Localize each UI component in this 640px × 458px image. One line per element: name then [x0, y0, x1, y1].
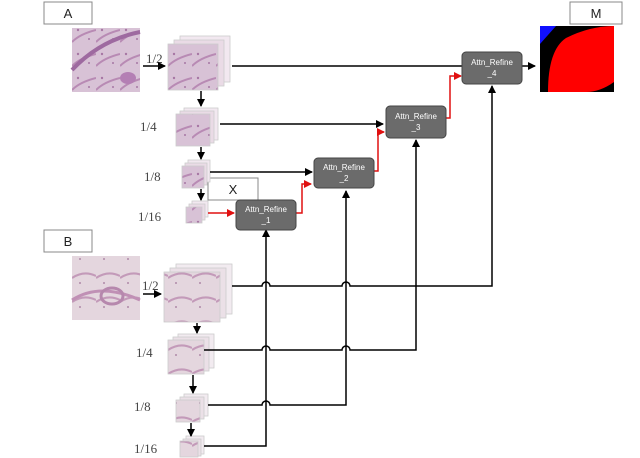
scale-label-b-1-4: 1/4	[136, 345, 153, 360]
svg-text:_3: _3	[411, 123, 421, 132]
label-m: M	[569, 1, 623, 25]
attn-refine-module-1: Attn_Refine _1	[235, 199, 297, 231]
attn-refine-module-4: Attn_Refine _4	[461, 51, 523, 85]
feature-stack-b-1-8	[175, 393, 209, 423]
svg-text:Attn_Refine: Attn_Refine	[471, 58, 513, 67]
feature-stack-b-1-2	[163, 263, 233, 323]
feature-stack-a-1-16	[185, 200, 209, 224]
feature-stack-a-1-4	[175, 107, 219, 147]
attn-refine-module-3: Attn_Refine _3	[385, 105, 447, 139]
label-x: X	[207, 177, 259, 201]
svg-text:_1: _1	[261, 216, 271, 225]
svg-text:Attn_Refine: Attn_Refine	[395, 112, 437, 121]
label-b: B	[43, 229, 93, 253]
output-mask	[540, 26, 614, 92]
svg-text:Attn_Refine: Attn_Refine	[323, 163, 365, 172]
svg-text:X: X	[229, 182, 238, 197]
arrow-refine-1-to-2	[296, 180, 312, 214]
scale-label-b-1-8: 1/8	[134, 399, 151, 414]
feature-stack-a-1-8	[181, 159, 211, 189]
arrow-b-1-8-to-refine-2	[208, 190, 350, 406]
arrow-b-1-2-to-refine-4	[232, 85, 496, 287]
scale-label-a-1-8: 1/8	[144, 169, 161, 184]
arrow-refine-3-to-4	[446, 72, 462, 119]
label-a: A	[43, 1, 93, 25]
attn-refine-module-2: Attn_Refine _2	[313, 157, 375, 189]
svg-text:_2: _2	[339, 174, 349, 183]
svg-text:B: B	[64, 234, 73, 249]
feature-stack-b-1-4	[167, 333, 215, 375]
svg-text:A: A	[64, 6, 73, 21]
scale-label-a-1-4: 1/4	[140, 119, 157, 134]
svg-text:_4: _4	[487, 69, 497, 78]
input-image-a	[70, 28, 141, 92]
input-image-b	[71, 256, 141, 320]
svg-text:Attn_Refine: Attn_Refine	[245, 205, 287, 214]
scale-label-b-1-2: 1/2	[142, 278, 159, 293]
scale-label-a-1-2: 1/2	[146, 51, 163, 66]
feature-stack-b-1-16	[179, 435, 205, 458]
arrow-refine-2-to-3	[374, 128, 385, 172]
feature-stack-a-1-2	[167, 35, 231, 91]
arrow-b-1-4-to-refine-3	[204, 139, 420, 351]
svg-text:M: M	[591, 6, 602, 21]
arrow-b-1-16-to-refine-1	[204, 229, 270, 447]
scale-label-a-1-16: 1/16	[138, 209, 162, 224]
scale-label-b-1-16: 1/16	[134, 441, 158, 456]
